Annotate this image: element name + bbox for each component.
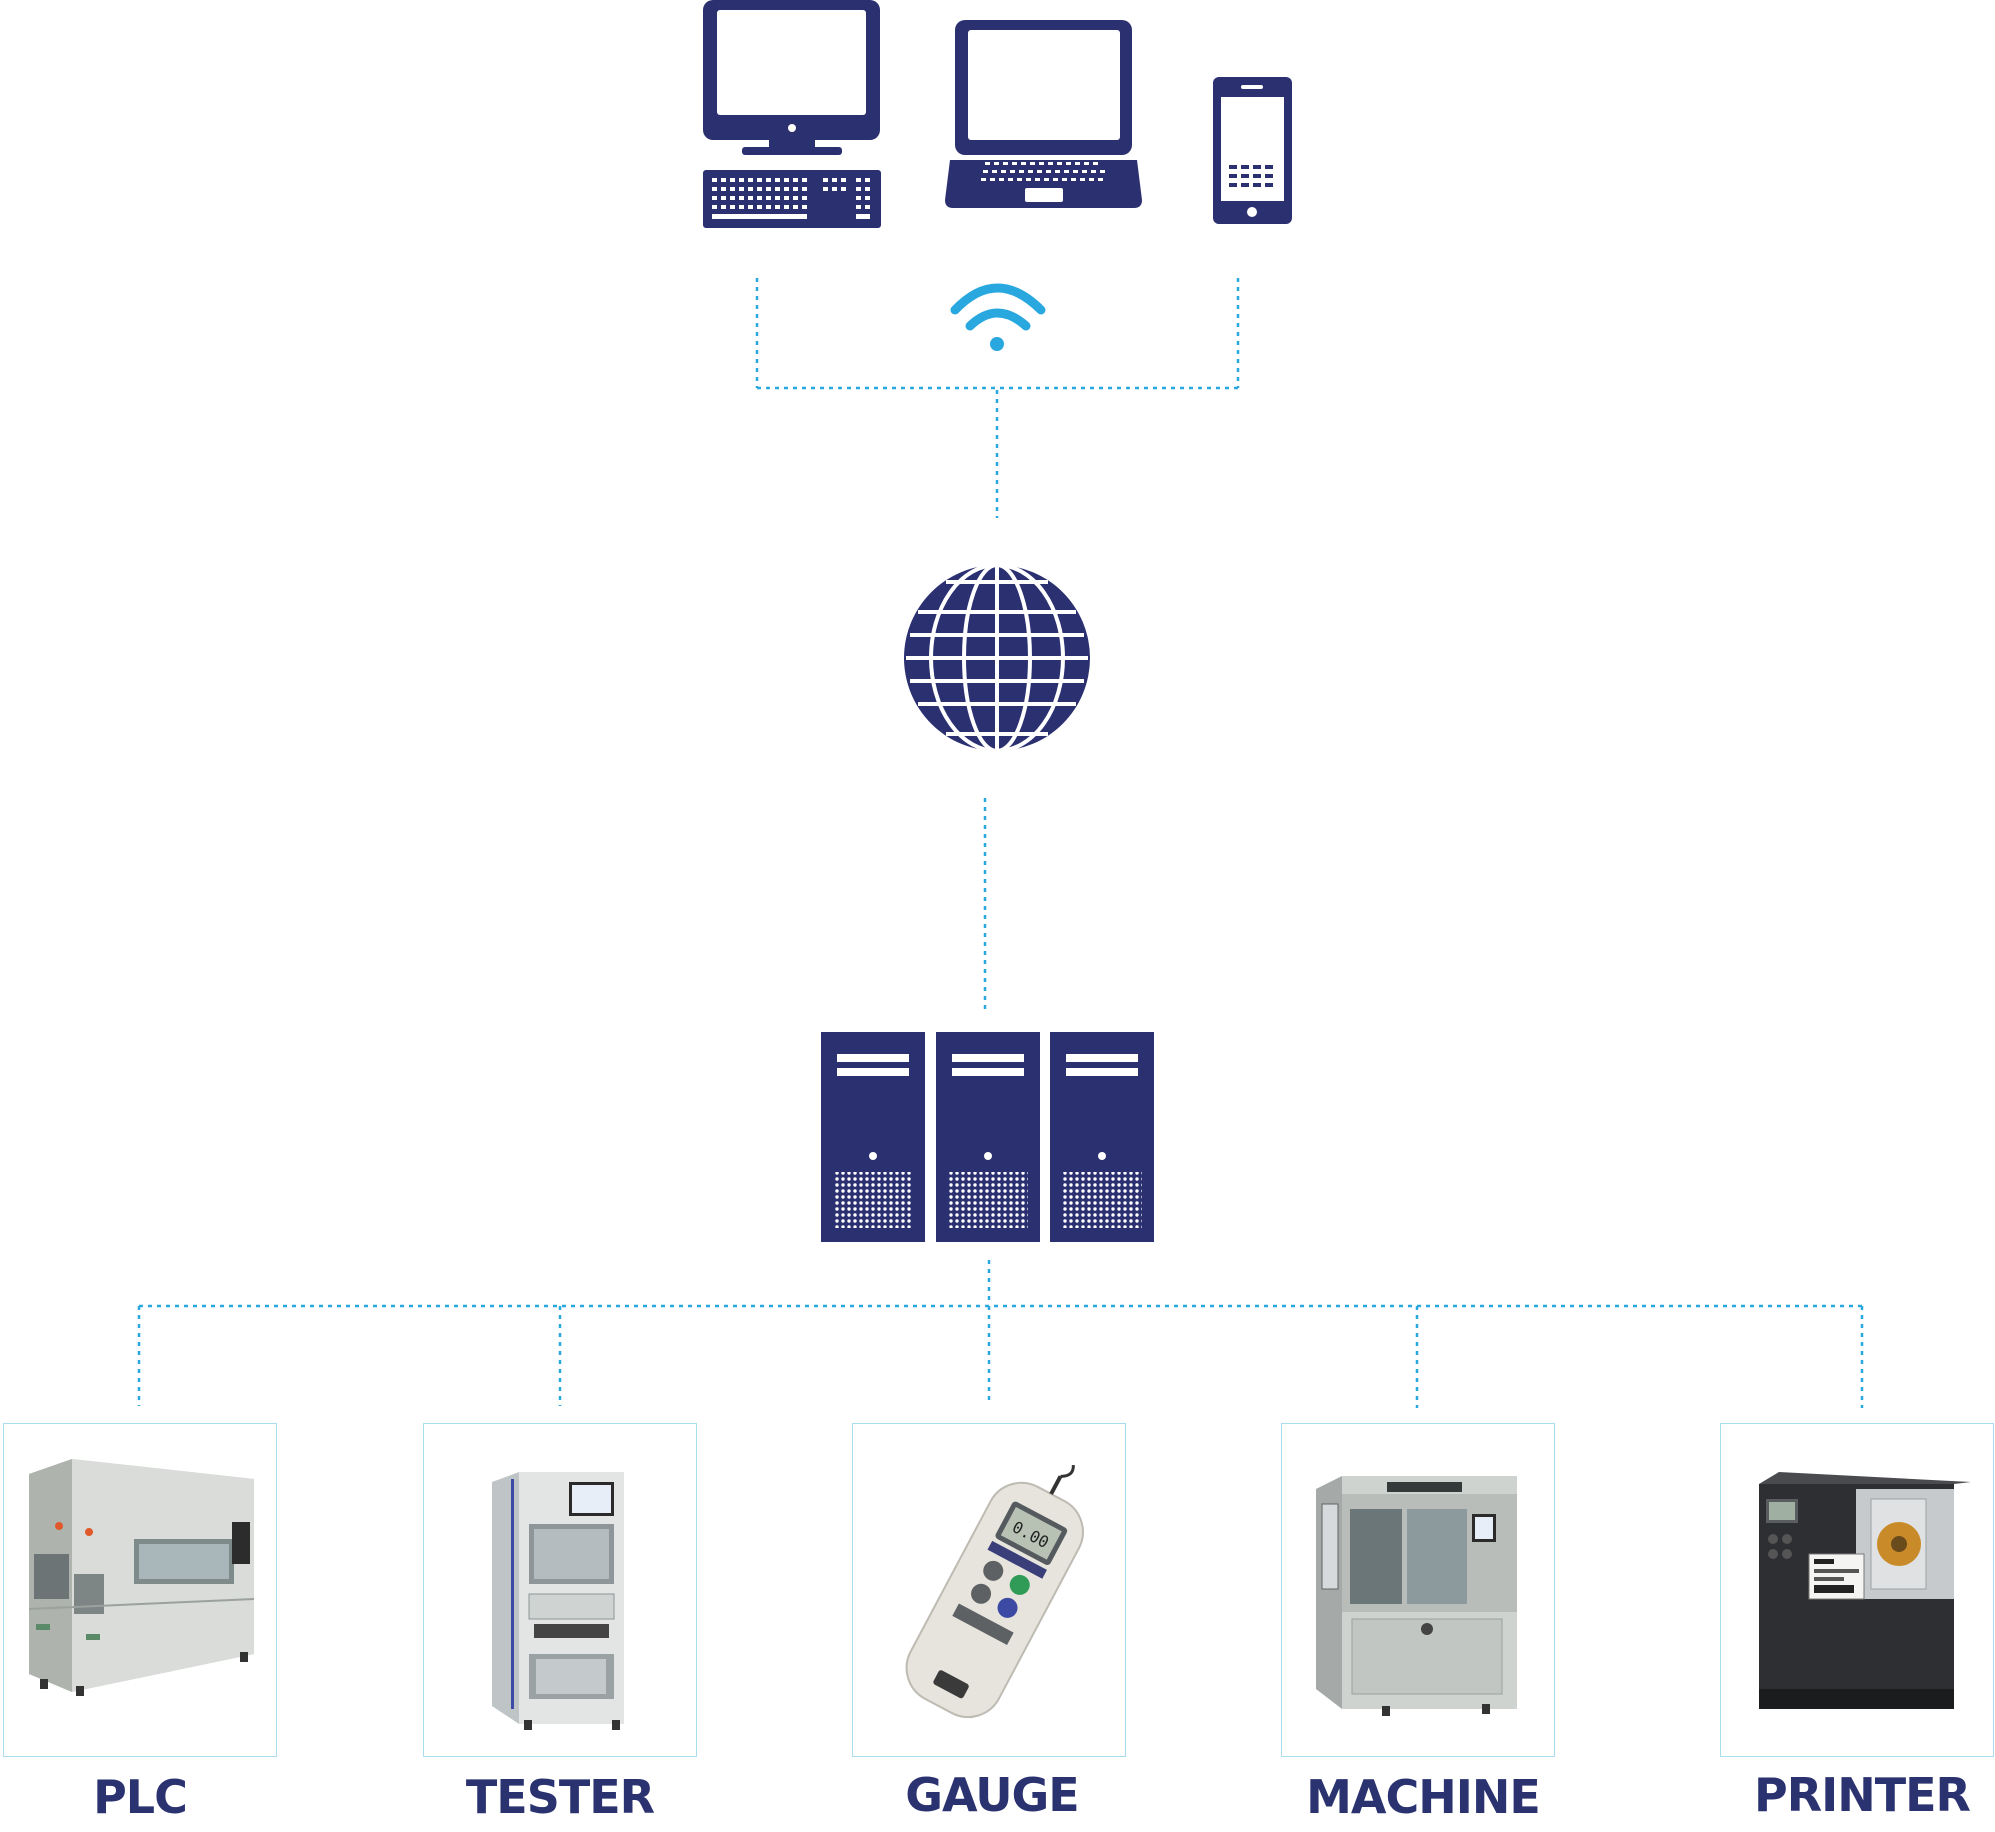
- printer-card: [1720, 1423, 1994, 1757]
- globe-icon: [904, 563, 1090, 753]
- force-gauge-image: 0.00: [905, 1464, 1084, 1719]
- laptop-icon: [945, 20, 1142, 208]
- plc-card: [3, 1423, 277, 1757]
- tester-label: TESTER: [465, 1770, 655, 1824]
- wifi-icon: [950, 283, 1046, 351]
- gauge-label: GAUGE: [905, 1768, 1079, 1822]
- connector-lines: [137, 278, 1864, 1408]
- label-printer-image: [1759, 1472, 1971, 1709]
- tester-rack-image: [492, 1472, 624, 1730]
- server-unit-1: [821, 1032, 925, 1242]
- plc-label: PLC: [93, 1770, 188, 1824]
- server-unit-3: [1050, 1032, 1154, 1242]
- server-rack-icon: [821, 1032, 1154, 1242]
- printer-label: PRINTER: [1754, 1768, 1971, 1822]
- machine-card: [1281, 1423, 1555, 1757]
- machine-station-image: [1316, 1476, 1517, 1716]
- server-unit-2: [936, 1032, 1040, 1242]
- plc-cabinet-image: [28, 1459, 255, 1696]
- gauge-card: 0.00: [852, 1423, 1126, 1757]
- desktop-computer-icon: [703, 0, 881, 228]
- tester-card: [423, 1423, 697, 1757]
- machine-label: MACHINE: [1306, 1770, 1541, 1824]
- smartphone-icon: [1213, 77, 1292, 224]
